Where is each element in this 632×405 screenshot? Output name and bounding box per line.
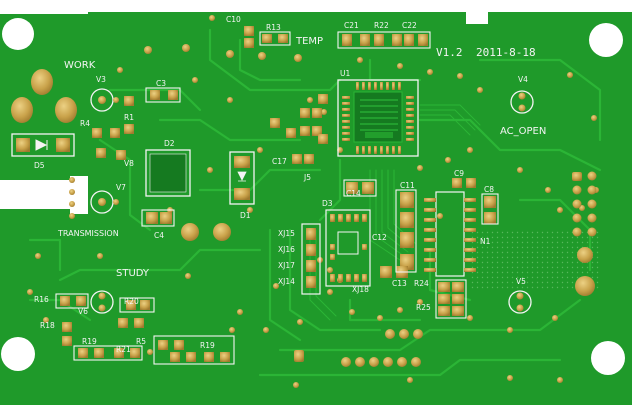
ref-r19-left: R19 xyxy=(82,337,97,346)
u1-qfp-footprint xyxy=(337,79,419,157)
ref-c4: C4 xyxy=(154,231,164,240)
diode-d5-footprint xyxy=(11,133,75,157)
diode-d2-footprint xyxy=(145,149,191,197)
led-v4 xyxy=(510,90,534,114)
ref-c21: C21 xyxy=(344,21,359,30)
notch-top-strip xyxy=(0,176,70,180)
ref-c12: C12 xyxy=(372,233,387,242)
ref-xj15: XJ15 xyxy=(278,229,295,238)
mount-hole-bottom-left xyxy=(1,337,35,371)
ref-c11: C11 xyxy=(400,181,415,190)
ref-v7: V7 xyxy=(116,183,126,192)
board-outline xyxy=(0,12,632,405)
ref-j5: J5 xyxy=(303,173,311,182)
ref-c8: C8 xyxy=(484,185,494,194)
ref-r4: R4 xyxy=(80,119,90,128)
ref-u1: U1 xyxy=(340,69,350,78)
ref-d5: D5 xyxy=(34,161,45,170)
ref-c9: C9 xyxy=(454,169,464,178)
ref-r25: R25 xyxy=(416,303,431,312)
smd-pads xyxy=(60,26,496,362)
notch-slot xyxy=(0,176,88,214)
ref-v8: V8 xyxy=(124,159,134,168)
ref-r19-right: R19 xyxy=(200,341,215,350)
notch-bottom-strip xyxy=(0,209,70,214)
label-study: STUDY xyxy=(116,268,150,279)
led-v7 xyxy=(90,190,119,214)
d3-pins xyxy=(330,214,367,282)
mount-hole-bottom-right xyxy=(591,341,625,375)
ref-c13: C13 xyxy=(392,279,407,288)
ref-r24: R24 xyxy=(414,279,429,288)
traces xyxy=(28,28,602,377)
ref-r16: R16 xyxy=(34,295,49,304)
ref-r5: R5 xyxy=(136,337,146,346)
silk-outlines xyxy=(55,31,499,365)
label-ac-open: AC_OPEN xyxy=(500,126,546,137)
xj-pad-column xyxy=(301,223,321,295)
led-footprints xyxy=(90,88,534,314)
mount-hole-top-left xyxy=(2,18,34,50)
date-label: 2011-8-18 xyxy=(476,46,536,59)
ref-c14: C14 xyxy=(346,189,361,198)
designator-labels: C10 R13 C21 R22 C22 U1 V3 V4 C3 R4 R1 D5… xyxy=(34,15,528,354)
ref-xj17: XJ17 xyxy=(278,261,295,270)
ref-v5: V5 xyxy=(516,277,526,286)
ref-v6: V6 xyxy=(78,307,88,316)
mount-hole-top-right xyxy=(589,23,623,57)
ref-d3: D3 xyxy=(322,199,333,208)
large-pads xyxy=(11,69,595,296)
ref-c17: C17 xyxy=(272,157,287,166)
led-v6 xyxy=(90,290,114,314)
label-transmission: TRANSMISSION xyxy=(57,229,119,238)
u1-pins xyxy=(342,82,414,154)
n1-pins xyxy=(424,198,476,272)
led-v5 xyxy=(508,290,532,314)
n1-soic-footprint xyxy=(435,191,465,277)
ref-r13: R13 xyxy=(266,23,281,32)
ref-d1: D1 xyxy=(240,211,251,220)
ref-v4: V4 xyxy=(518,75,528,84)
led-v3 xyxy=(90,88,119,112)
ref-d2: D2 xyxy=(164,139,175,148)
ref-r22: R22 xyxy=(374,21,389,30)
label-work: WORK xyxy=(64,60,96,71)
ref-c3: C3 xyxy=(156,79,166,88)
ref-c22: C22 xyxy=(402,21,417,30)
ref-r1: R1 xyxy=(124,113,134,122)
bottom-pad-row xyxy=(294,329,423,367)
label-temp: TEMP xyxy=(295,36,323,47)
ref-c10: C10 xyxy=(226,15,241,24)
ref-xj18: XJ18 xyxy=(352,285,369,294)
ref-xj16: XJ16 xyxy=(278,245,295,254)
version-label: V1.2 xyxy=(436,46,463,59)
ref-r20: R20 xyxy=(124,297,139,306)
d3-soic-footprint xyxy=(325,209,371,287)
right-header-pins xyxy=(572,171,597,237)
diode-d1-footprint xyxy=(229,151,255,205)
ref-r18: R18 xyxy=(40,321,55,330)
ref-xj14: XJ14 xyxy=(278,277,295,286)
ref-r21: R21 xyxy=(116,345,131,354)
ref-v3: V3 xyxy=(96,75,106,84)
ref-n1: N1 xyxy=(480,237,491,246)
